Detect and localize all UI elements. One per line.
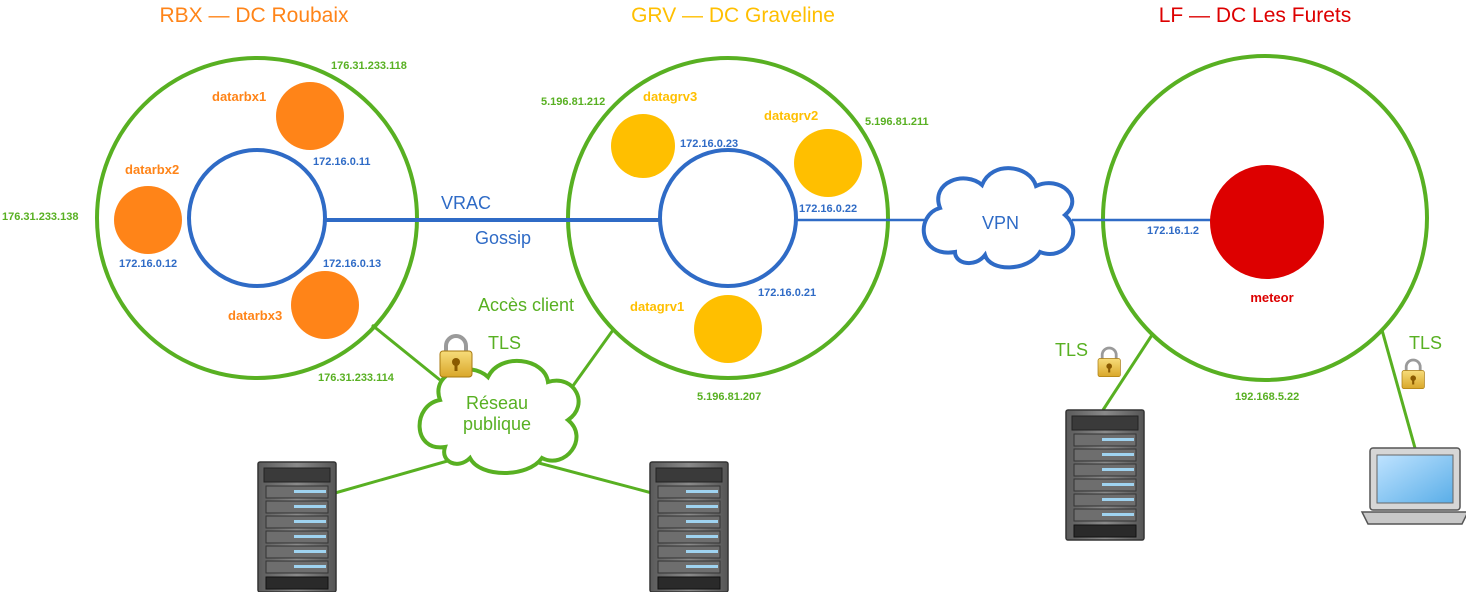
datagrv3-private-ip: 172.16.0.23	[680, 138, 738, 150]
datarbx1-private-ip: 172.16.0.11	[313, 156, 371, 168]
link-rbx-public	[371, 323, 441, 382]
client-access-label: Accès client	[478, 295, 574, 315]
dc-lf-boundary	[1101, 54, 1429, 382]
vpn-cloud-icon	[921, 166, 1076, 270]
datagrv2-private-ip: 172.16.0.22	[799, 203, 857, 215]
client-server-1-icon	[257, 461, 337, 592]
meteor-public-ip: 192.168.5.22	[1235, 391, 1299, 403]
tls-padlock-lf-server-icon	[1096, 346, 1122, 379]
client-server-2-icon	[649, 461, 729, 592]
datagrv1-private-ip: 172.16.0.21	[758, 287, 816, 299]
gossip-label: Gossip	[475, 228, 531, 248]
meteor-private-ip: 172.16.1.2	[1147, 225, 1199, 237]
link-lf-server	[1101, 334, 1154, 411]
datagrv1-public-ip: 5.196.81.207	[697, 391, 761, 403]
link-public-server1	[334, 456, 459, 495]
datagrv2-public-ip: 5.196.81.211	[865, 116, 929, 128]
dc-rbx-title: RBX — DC Roubaix	[159, 4, 349, 27]
meteor-label: meteor	[1250, 290, 1293, 305]
datagrv2-node	[794, 129, 862, 197]
datagrv3-node	[611, 114, 675, 178]
datarbx2-public-ip: 176.31.233.138	[2, 211, 78, 223]
datarbx3-private-ip: 172.16.0.13	[323, 258, 381, 270]
link-lf-laptop	[1380, 329, 1417, 449]
link-public-server2	[534, 460, 653, 495]
datagrv1-node	[694, 295, 762, 363]
link-grv-public	[568, 329, 615, 391]
meteor-node	[1210, 165, 1324, 279]
rbx-private-ring	[187, 148, 327, 288]
datarbx2-label: datarbx2	[125, 162, 179, 177]
grv-private-ring	[658, 148, 798, 288]
datagrv3-public-ip: 5.196.81.212	[541, 96, 605, 108]
datagrv2-label: datagrv2	[764, 108, 818, 123]
datarbx1-label: datarbx1	[212, 89, 266, 104]
datagrv3-label: datagrv3	[643, 89, 697, 104]
tls-padlock-icon	[438, 334, 474, 379]
dc-lf-title: LF — DC Les Furets	[1159, 4, 1352, 27]
public-network-label-line1: Réseau	[466, 393, 528, 413]
datarbx3-public-ip: 176.31.233.114	[318, 372, 395, 384]
tls-padlock-laptop-icon	[1400, 358, 1426, 391]
datarbx3-label: datarbx3	[228, 308, 282, 323]
laptop-icon	[1360, 447, 1466, 525]
tls-laptop-label: TLS	[1409, 333, 1442, 353]
datarbx1-public-ip: 176.31.233.118	[331, 60, 407, 72]
vpn-label: VPN	[982, 213, 1019, 233]
datarbx2-node	[114, 186, 182, 254]
tls-lf-server-label: TLS	[1055, 340, 1088, 360]
public-links	[334, 323, 1417, 495]
datarbx1-node	[276, 82, 344, 150]
tls-label: TLS	[488, 333, 521, 353]
public-network-cloud-icon	[417, 359, 581, 475]
datarbx2-private-ip: 172.16.0.12	[119, 258, 177, 270]
datagrv1-label: datagrv1	[630, 299, 684, 314]
datarbx3-node	[291, 271, 359, 339]
public-network-label-line2: publique	[463, 414, 531, 434]
dc-grv-title: GRV — DC Graveline	[631, 4, 835, 27]
lf-client-server-icon	[1065, 409, 1145, 541]
vrac-label: VRAC	[441, 193, 491, 213]
